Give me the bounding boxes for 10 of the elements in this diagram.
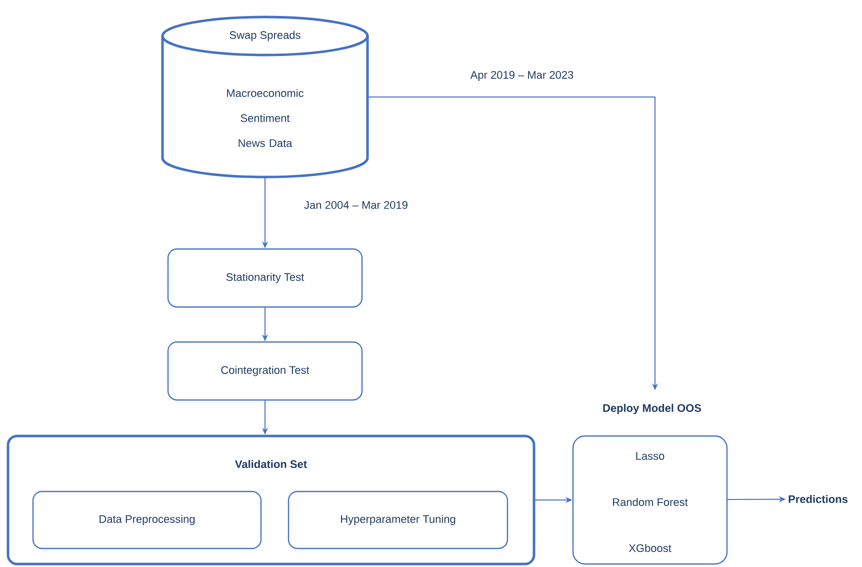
edge-label: Jan 2004 – Mar 2019 [303,200,409,210]
process-box: Stationarity Test [167,248,363,308]
node-label: Deploy Model OOS [603,404,702,414]
model-box: Deploy Model OOS Lasso Random Forest XGboost [572,404,728,565]
process-box: Hyperparameter Tuning [288,490,508,550]
process-box: Cointegration Test [167,341,363,401]
database-cylinder: Swap Spreads Macroeconomic Sentiment News Data [161,16,369,178]
output-label: Predictions [788,494,848,504]
process-box: Data Preprocessing [32,490,262,550]
edge-label: Apr 2019 – Mar 2023 [469,70,575,82]
